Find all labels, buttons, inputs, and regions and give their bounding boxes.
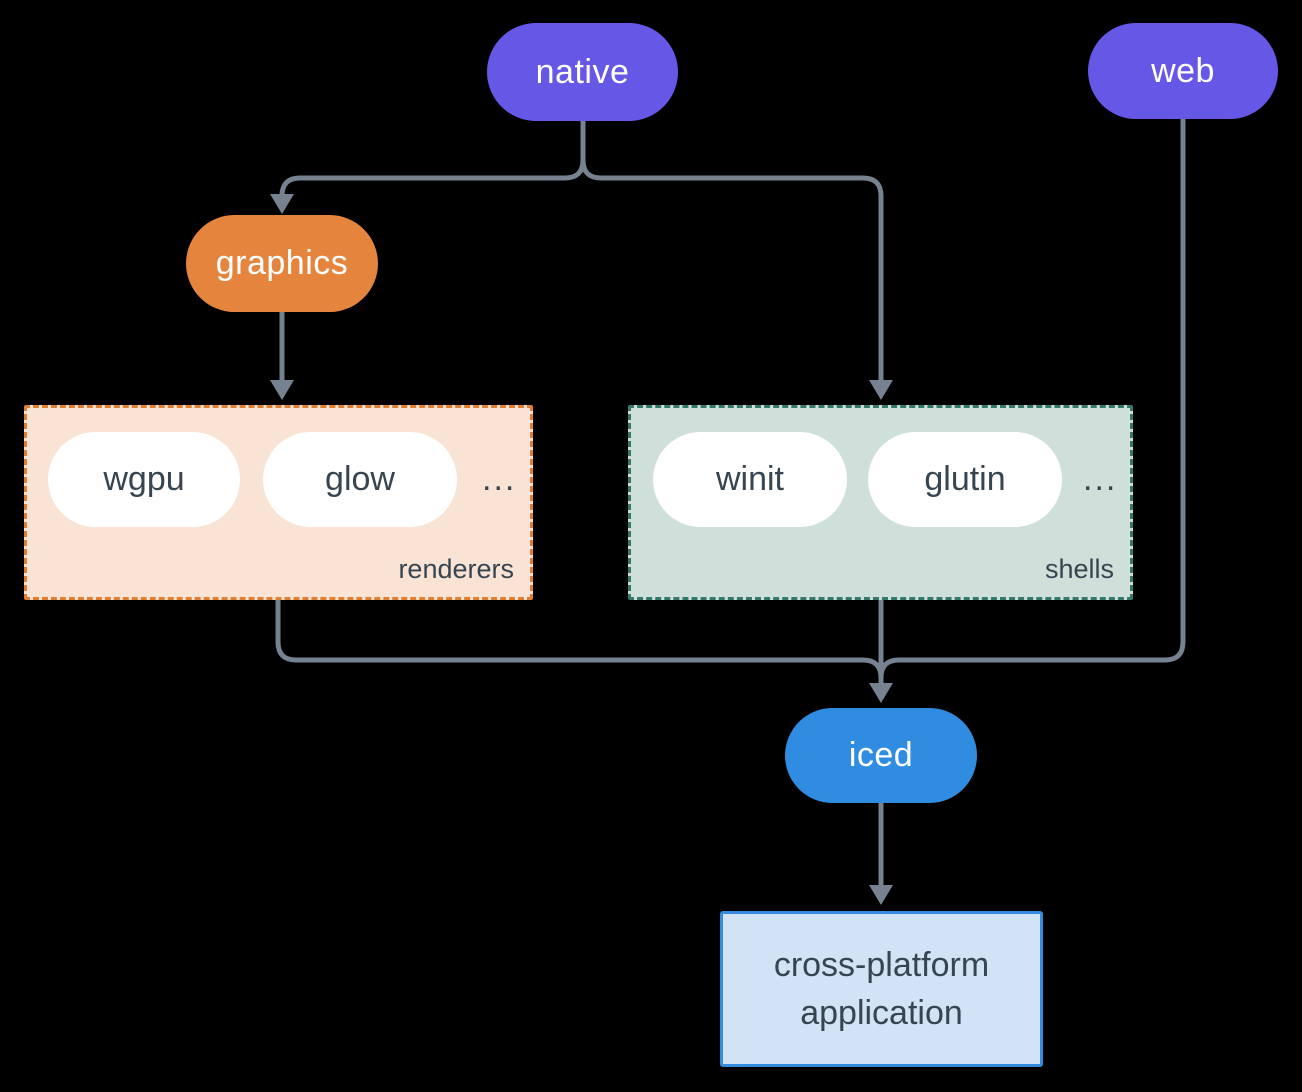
renderers-group-label: renderers <box>398 554 514 584</box>
group-shells: winit glutin ... shells <box>628 405 1133 600</box>
app-label-line1: cross-platform <box>773 946 990 984</box>
arrowhead-iced <box>869 683 893 703</box>
renderers-ellipsis: ... <box>482 460 517 498</box>
node-wgpu: wgpu <box>48 432 240 527</box>
connector-native-to-graphics <box>279 121 586 197</box>
shells-ellipsis: ... <box>1083 460 1118 498</box>
node-iced: iced <box>785 708 977 803</box>
shells-group-label: shells <box>1044 554 1114 584</box>
node-web: web <box>1088 23 1278 119</box>
connector-native-to-shells <box>580 121 884 380</box>
app-label-line2: application <box>800 994 963 1032</box>
group-renderers: wgpu glow ... renderers <box>24 405 533 600</box>
arrowhead-app <box>869 885 893 905</box>
connector-renderers-to-iced <box>275 600 884 679</box>
node-graphics: graphics <box>186 215 378 312</box>
arrowhead-renderers <box>270 380 294 400</box>
arrowhead-graphics <box>270 194 294 214</box>
node-cross-platform-application: cross-platform application <box>720 911 1043 1067</box>
arrowhead-shells <box>869 380 893 400</box>
node-glutin: glutin <box>868 432 1062 527</box>
node-winit: winit <box>653 432 847 527</box>
node-native: native <box>487 23 678 121</box>
node-glow: glow <box>263 432 457 527</box>
